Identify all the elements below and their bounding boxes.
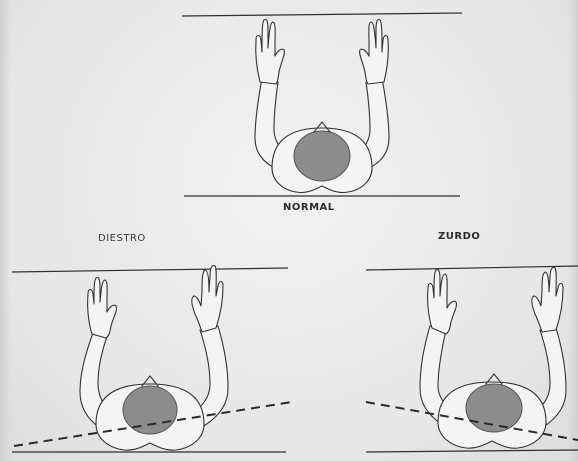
left-hand-normal (256, 19, 285, 84)
label-normal: NORMAL (283, 202, 335, 213)
figure-zurdo (366, 266, 578, 452)
left-hand-zurdo (428, 269, 457, 334)
right-hand-normal (360, 19, 389, 84)
desk-edge-top-zurdo (366, 266, 578, 270)
left-hand-diestro (88, 277, 117, 338)
head-zurdo (466, 384, 522, 432)
label-diestro: DIESTRO (98, 233, 146, 244)
desk-edge-top-diestro (12, 268, 288, 272)
figure-diestro (12, 265, 292, 452)
right-hand-diestro (192, 265, 223, 332)
right-hand-zurdo (532, 267, 563, 332)
head-diestro (123, 386, 177, 434)
label-zurdo: ZURDO (438, 231, 480, 242)
figure-normal (182, 13, 462, 196)
desk-edge-bottom-zurdo (366, 450, 578, 452)
desk-edge-top-normal (182, 13, 462, 16)
head-normal (294, 131, 350, 181)
